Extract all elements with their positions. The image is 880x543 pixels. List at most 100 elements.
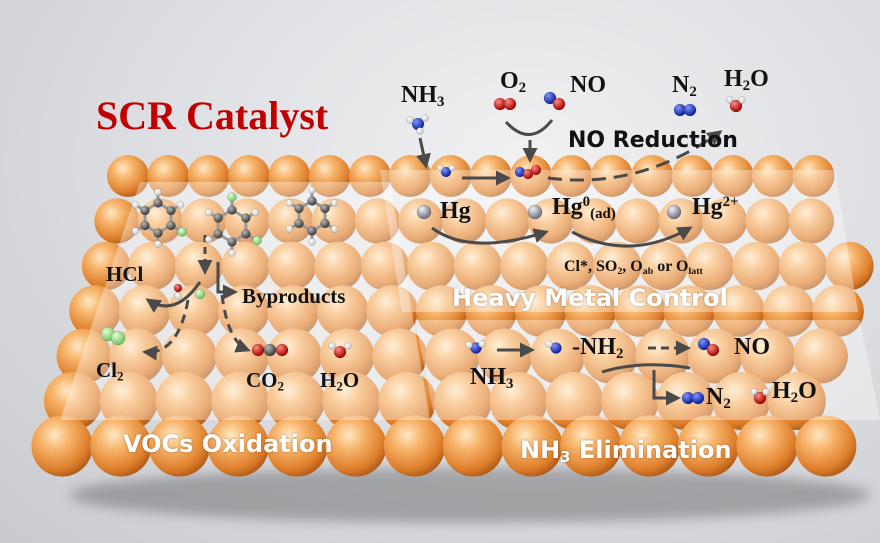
label-oxidants-sub1: 2 [617,265,623,277]
catalyst-sphere [322,372,381,430]
catalyst-sphere [752,155,795,197]
label-nh3-bottom-sub: 3 [506,376,514,393]
h2o-top-h-atom-1 [726,96,734,104]
h2o-voc-h-atom-1 [328,342,336,350]
label-hg: Hg [440,198,471,224]
label-h2o-voc-sub: 2 [336,378,343,394]
catalyst-sphere [214,328,270,384]
co2-o-atom-1 [251,343,265,357]
dichlorobenzene-carbon-atom [213,229,223,239]
label-h2o-bottom-sub: 2 [790,390,799,407]
nh3-top-h-atom-3 [416,127,424,135]
catalyst-sphere [211,372,269,430]
catalyst-sphere [614,285,666,337]
nh3-ads-h-atom-1 [436,164,444,172]
label-o2-sub: 2 [518,80,527,97]
label-nh3-top: NH3 [401,82,444,110]
label-h2o-bottom-h: H [772,378,791,404]
catalyst-sphere [546,241,595,291]
h2o-voc-o-atom [333,345,347,359]
arrow-nh2-curve [601,363,691,374]
catalyst-sphere [168,285,220,337]
catalyst-sphere [319,328,375,384]
benzene-h-atom [285,225,294,233]
dichlorobenzene-h-atom [251,208,260,217]
chlorobenzene-carbon-atom [153,228,163,238]
co2-c-atom [263,343,277,357]
label-oxidants-a: Cl*, SO [564,258,618,275]
label-oxidants: Cl*, SO2, Oab or Olatt [564,258,703,276]
catalyst-sphere [372,328,427,384]
oh-o-atom [173,283,183,293]
catalyst-sphere [530,328,585,384]
benzene-h-atom [330,199,339,207]
catalyst-sphere [383,415,446,477]
catalyst-sphere [736,415,798,477]
nh3-top-h-atom-2 [421,114,429,122]
benzene-carbon-atom [307,196,317,206]
catalyst-sphere [745,198,791,244]
chlorobenzene-carbon-atom [153,198,163,208]
catalyst-sphere [590,155,633,197]
catalyst-surface [31,155,874,477]
label-h2o-voc: H2O [320,368,359,393]
catalyst-sphere [228,155,270,197]
catalyst-sphere [465,285,518,337]
label-nh3-top-main: NH [401,82,437,108]
dichlorobenzene-carbon-atom [241,229,251,239]
benzene-h-atom [285,199,294,207]
catalyst-sphere [267,328,322,384]
h2o-bottom-h-atom-2 [762,388,770,396]
catalyst-sphere [477,328,533,384]
catalyst-sphere [825,241,874,291]
hcl-h-atom [174,292,182,300]
catalyst-sphere [118,285,171,337]
n2-top-atom-2 [683,103,697,117]
label-h2o-voc-o: O [342,368,360,392]
nh2-n-atom [550,342,562,354]
catalyst-sphere [424,328,480,384]
panel-title-nh3: NH3 Elimination [520,436,732,465]
label-co2-main: CO [246,368,278,392]
catalyst-sphere [550,155,593,197]
catalyst-sphere [44,372,102,430]
no-bottom-o-atom [706,343,720,357]
catalyst-sphere [56,328,112,384]
catalyst-sphere [441,198,487,244]
catalyst-sphere [267,285,319,337]
label-no-reduction: NO Reduction [568,128,738,153]
label-h2o-top: H2O [724,66,769,95]
label-n2-top-main: N [672,72,690,98]
catalyst-sphere [677,415,739,477]
label-h2o-top-h: H [724,66,743,92]
panel-title-nh3-b: Elimination [570,436,732,464]
label-h2o-voc-h: H [320,368,337,392]
label-h2o-top-sub: 2 [742,78,751,95]
benzene-carbon-atom [320,203,330,214]
catalyst-sphere [501,415,563,477]
catalyst-sphere [99,372,158,430]
label-h2o-bottom-o: O [798,378,817,404]
label-nh2-main: -NH [572,334,616,360]
catalyst-sphere [442,415,504,477]
benzene-carbon-atom [294,218,304,229]
chlorobenzene-carbon-atom [166,220,176,231]
benzene-carbon-atom [294,203,304,214]
catalyst-sphere [107,155,149,197]
heavy-metal-panel [380,170,858,312]
label-co2-sub: 2 [277,378,285,394]
catalyst-sphere [469,155,512,197]
arrow-nh3-down [416,137,431,169]
catalyst-sphere [671,155,714,197]
catalyst-sphere [615,198,661,244]
catalyst-sphere [685,241,735,291]
arrow-hg0-to-hg2 [571,226,693,248]
label-no-bottom: NO [734,334,770,360]
no-ads-o-atom-2 [530,164,542,176]
catalyst-sphere [366,285,419,337]
label-h2o-top-o: O [750,66,769,92]
label-oxidants-sub3: latt [688,265,703,277]
nh3-ads-n-atom [440,166,452,178]
catalyst-sphere [187,155,230,197]
panel-title-heavy-metal: Heavy Metal Control [452,284,728,312]
